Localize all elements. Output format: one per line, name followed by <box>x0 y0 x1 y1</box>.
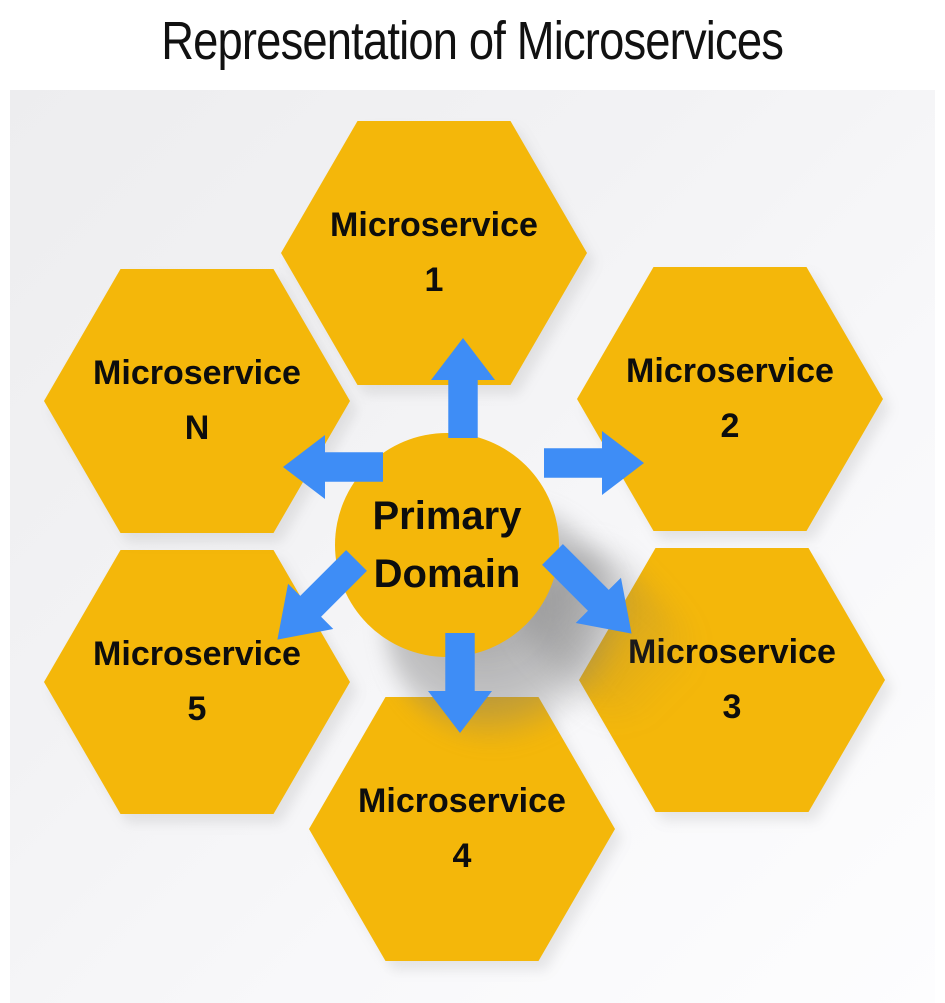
node-label: Microservice <box>330 206 538 244</box>
hexagon-microservice-4: Microservice 4 <box>309 697 615 961</box>
node-label: Microservice <box>626 352 834 390</box>
hexagon-microservice-5: Microservice 5 <box>44 550 350 814</box>
hexagon-microservice-n: Microservice N <box>44 269 350 533</box>
node-number: 1 <box>424 261 444 299</box>
hexagon-shape <box>44 550 350 814</box>
node-number: N <box>184 409 210 447</box>
node-label: Microservice <box>93 354 301 392</box>
hexagon-shape <box>281 121 587 385</box>
node-number: 2 <box>720 407 740 445</box>
node-label: Microservice <box>93 635 301 673</box>
node-number: 3 <box>722 688 742 726</box>
hexagon-shape <box>44 269 350 533</box>
center-label-line2: Domain <box>373 552 521 596</box>
page-title-text: Representation of Microservices <box>161 11 785 71</box>
page-title: Representation of Microservices <box>0 2 945 80</box>
center-label-line1: Primary <box>372 494 522 538</box>
hexagon-shape <box>579 548 885 812</box>
hexagon-shape <box>309 697 615 961</box>
hexagon-microservice-2: Microservice 2 <box>577 267 883 531</box>
node-label: Microservice <box>628 633 836 671</box>
hexagon-microservice-3: Microservice 3 <box>579 548 885 812</box>
hexagon-shape <box>577 267 883 531</box>
node-number: 4 <box>452 837 472 875</box>
node-label: Microservice <box>358 782 566 820</box>
node-number: 5 <box>187 690 207 728</box>
hexagon-microservice-1: Microservice 1 <box>281 121 587 385</box>
